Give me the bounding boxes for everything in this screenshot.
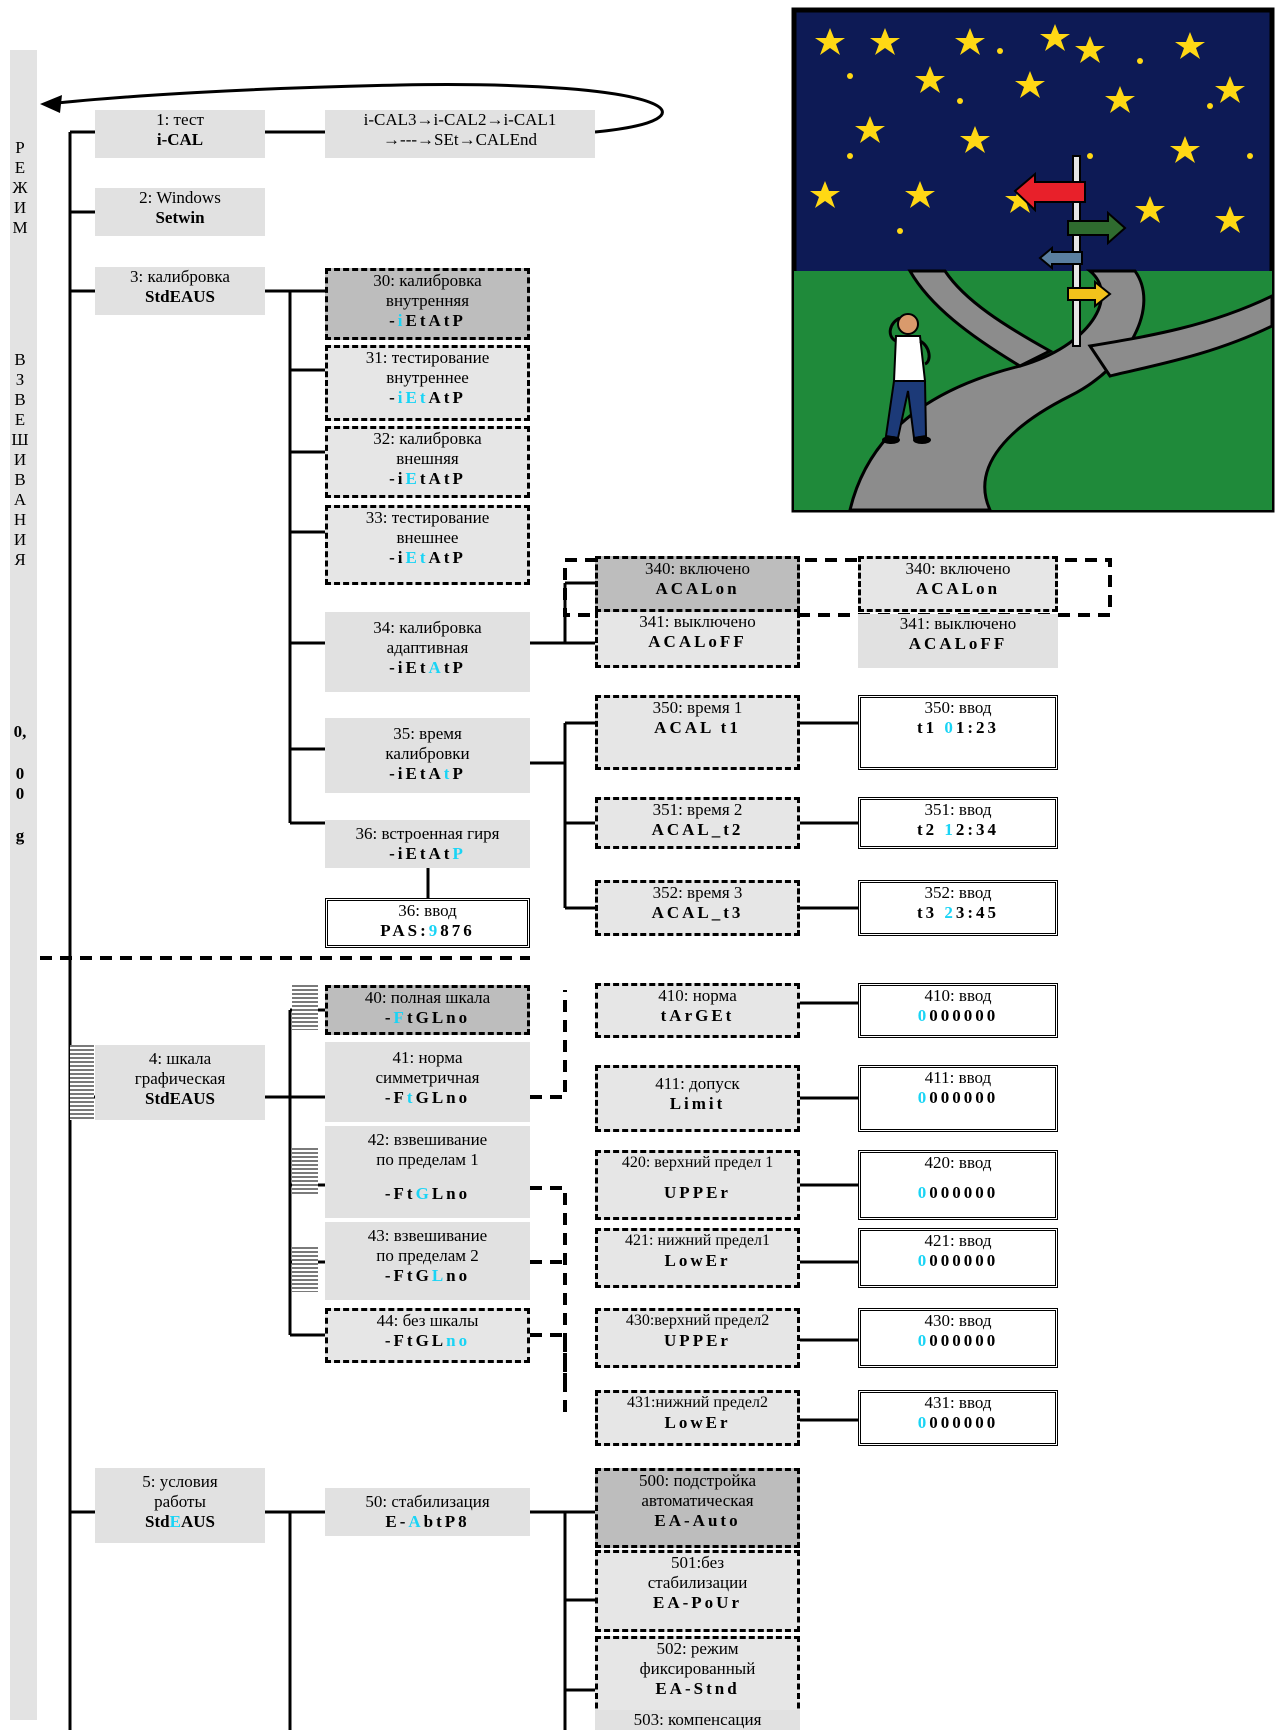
input-36-password[interactable]: 36: ввод PAS:9876 <box>325 898 530 948</box>
input-350-time[interactable]: 350: ввод t1 01:23 <box>858 695 1058 770</box>
grille-marker <box>292 985 318 1030</box>
calibration-sequence: i-CAL3→i-CAL2→i-CAL1 →---→SEt→CALEnd <box>325 110 595 158</box>
menu-item-36[interactable]: 36: встроенная гиря -iEtAtP <box>325 820 530 868</box>
menu-item-352[interactable]: 352: время 3 ACAL_t3 <box>595 880 800 936</box>
menu-item-44[interactable]: 44: без шкалы -FtGLno <box>325 1308 530 1363</box>
grille-marker <box>70 1045 94 1120</box>
menu-item-50-stabilization[interactable]: 50: стабилизация E-AbtP8 <box>325 1488 530 1536</box>
grille-marker <box>292 1148 318 1196</box>
menu-item-350[interactable]: 350: время 1 ACAL t1 <box>595 695 800 770</box>
crossroads-illustration <box>790 6 1276 514</box>
input-352-time[interactable]: 352: ввод t3 23:45 <box>858 880 1058 936</box>
menu-item-503[interactable]: 503: компенсация <box>595 1710 800 1730</box>
option-341-disabled[interactable]: 341: выключено ACALoFF <box>858 614 1058 668</box>
menu-item-340[interactable]: 340: включено ACALon <box>595 556 800 612</box>
menu-item-341[interactable]: 341: выключено ACALoFF <box>595 612 800 668</box>
menu-item-2-windows[interactable]: 2: Windows Setwin <box>95 188 265 236</box>
option-340-enabled[interactable]: 340: включено ACALon <box>858 556 1058 612</box>
menu-item-40[interactable]: 40: полная шкала -FtGLno <box>325 985 530 1035</box>
menu-item-351[interactable]: 351: время 2 ACAL_t2 <box>595 797 800 849</box>
menu-item-3-calibration[interactable]: 3: калибровка StdEAUS <box>95 267 265 315</box>
menu-item-1-test[interactable]: 1: тест i-CAL <box>95 110 265 158</box>
grille-marker <box>292 1247 318 1292</box>
input-351-time[interactable]: 351: ввод t2 12:34 <box>858 797 1058 849</box>
